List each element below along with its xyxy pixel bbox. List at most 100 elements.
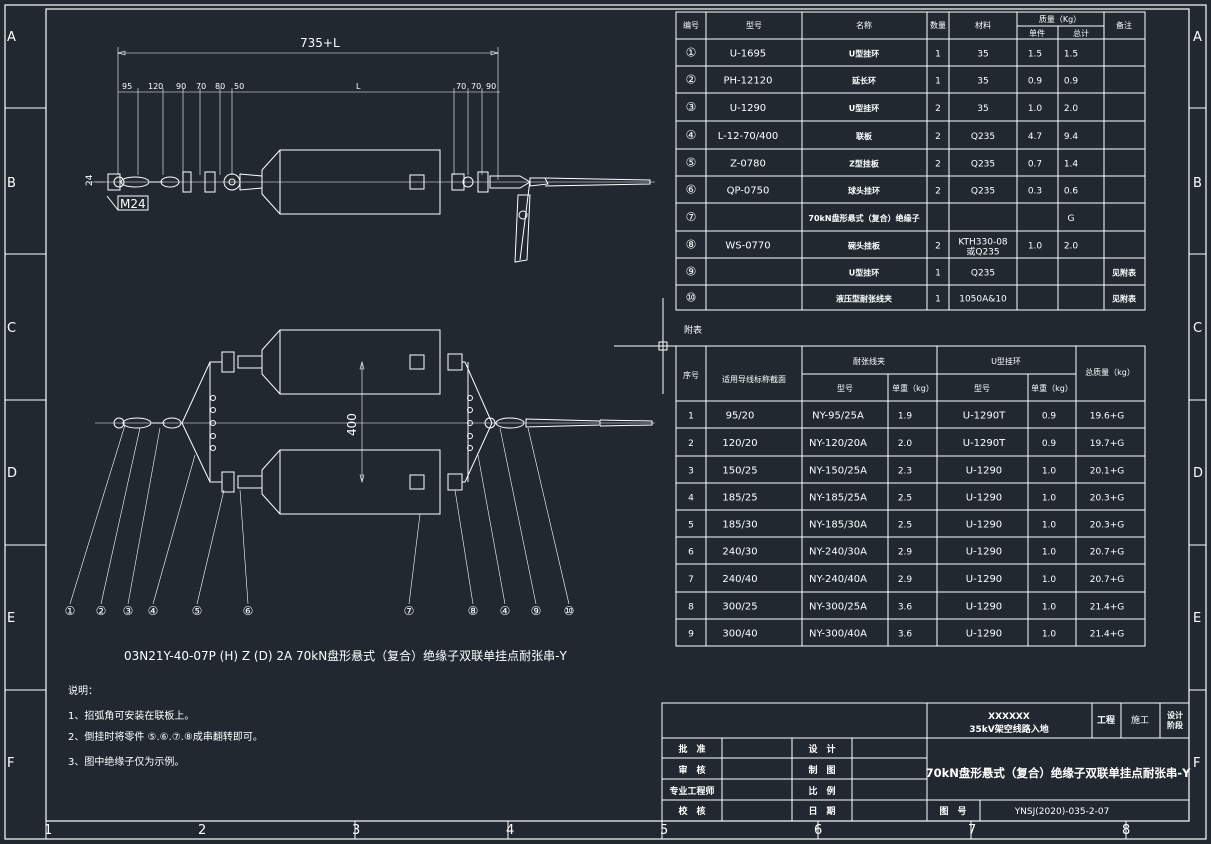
dim-spacing: 400	[345, 413, 359, 436]
parts-cell-total: 1.4	[1064, 160, 1079, 170]
attach-cell-total: 20.3+G	[1090, 494, 1125, 504]
attach-header-total: 总质量（kg）	[1085, 367, 1135, 377]
attach-cell-clamp-model: NY-240/30A	[809, 547, 867, 558]
parts-cell-unit: 0.9	[1028, 77, 1043, 87]
parts-header-name: 名称	[856, 20, 872, 30]
parts-cell-no: ⑥	[686, 183, 697, 197]
stage-value: 施工	[1131, 714, 1149, 726]
col-number: 3	[352, 823, 360, 838]
attach-cell-conductor: 300/25	[722, 602, 757, 613]
attach-cell-u-model: U-1290	[966, 493, 1002, 504]
parts-cell-total: 1.5	[1064, 50, 1078, 60]
dim-seg: 70	[471, 82, 481, 91]
attach-cell-conductor: 120/20	[722, 438, 757, 449]
sign-design: 设 计	[808, 743, 835, 755]
attach-cell-seq: 4	[688, 494, 694, 504]
attach-cell-u-weight: 1.0	[1042, 603, 1057, 613]
row-letter: A	[7, 30, 16, 45]
attach-cell-conductor: 150/25	[722, 466, 757, 477]
attach-cell-u-weight: 1.0	[1042, 630, 1057, 640]
parts-cell-name: 延长环	[851, 76, 876, 86]
sign-scale: 比 例	[808, 785, 835, 797]
attach-cell-u-weight: 1.0	[1042, 494, 1057, 504]
parts-cell-qty: 2	[935, 242, 941, 252]
attach-cell-seq: 7	[688, 575, 694, 585]
attach-cell-u-weight: 0.9	[1042, 412, 1057, 422]
attach-cell-seq: 2	[688, 439, 694, 449]
callout-5: ⑤	[192, 604, 203, 618]
drawing-caption: 03N21Y-40-07P (H) Z (D) 2A 70kN盘形悬式（复合）绝…	[124, 648, 568, 663]
attach-cell-conductor: 185/30	[722, 520, 757, 531]
attach-cell-conductor: 240/30	[722, 547, 757, 558]
dim-seg: 80	[215, 82, 225, 91]
callout-10: ⑩	[564, 604, 575, 618]
attach-cell-u-weight: 1.0	[1042, 467, 1057, 477]
parts-header-mass: 质量（Kg）	[1039, 14, 1081, 24]
dim-seg: 70	[196, 82, 206, 91]
attach-cell-clamp-model: NY-120/20A	[809, 438, 867, 449]
dim-seg: 70	[456, 82, 466, 91]
parts-cell-qty: 2	[935, 104, 941, 114]
parts-cell-qty: 1	[935, 50, 941, 60]
row-letter: E	[7, 611, 15, 626]
attach-header-clamp-model: 型号	[837, 384, 853, 393]
callouts: ① ② ③ ④ ⑤ ⑥ ⑦ ⑧ ④ ⑨ ⑩	[65, 604, 575, 618]
attach-cell-conductor: 95/20	[726, 411, 755, 422]
parts-cell-name: U型挂环	[849, 49, 880, 59]
parts-cell-total: 2.0	[1064, 242, 1079, 252]
dim-bolt-small: 24	[85, 174, 95, 186]
drawing-title: 70kN盘形悬式（复合）绝缘子双联单挂点耐张串-Y	[926, 766, 1192, 780]
parts-cell-unit: 1.5	[1028, 50, 1042, 60]
stage-label: 设计阶段	[1167, 710, 1183, 730]
attach-cell-u-model: U-1290	[966, 547, 1002, 558]
row-letter: B	[1193, 176, 1202, 191]
attach-cell-clamp-model: NY-240/40A	[809, 574, 867, 585]
parts-cell-total: 9.4	[1064, 132, 1079, 142]
attach-cell-clamp-weight: 3.6	[898, 630, 913, 640]
parts-cell-model: Z-0780	[730, 159, 766, 170]
attach-cell-conductor: 300/40	[722, 629, 757, 640]
parts-cell-name: U型挂环	[849, 103, 880, 113]
parts-cell-name: 70kN盘形悬式（复合）绝缘子	[808, 213, 919, 223]
attach-cell-clamp-weight: 2.5	[898, 494, 912, 504]
parts-cell-material: 35	[977, 50, 988, 60]
parts-cell-model: QP-0750	[727, 186, 770, 197]
col-number: 1	[44, 823, 52, 838]
parts-cell-model: WS-0770	[725, 241, 770, 252]
callout-7: ⑦	[404, 604, 415, 618]
row-letter: F	[1193, 756, 1200, 771]
note-item: 3、图中绝缘子仅为示例。	[68, 755, 184, 768]
attach-header-u-weight: 单重（kg）	[1031, 383, 1073, 393]
drawing-no-label: 图 号	[939, 806, 966, 817]
dim-seg: 90	[486, 82, 496, 91]
attach-cell-total: 21.4+G	[1090, 603, 1125, 613]
row-letter: D	[1193, 466, 1203, 481]
col-number: 2	[198, 823, 206, 838]
parts-cell-note: 见附表	[1112, 294, 1137, 304]
parts-cell-material: Q235	[971, 160, 995, 170]
parts-cell-model: L-12-70/400	[718, 131, 779, 142]
drawing-frame	[4, 4, 1207, 840]
attach-cell-total: 20.1+G	[1090, 467, 1125, 477]
attach-cell-u-weight: 1.0	[1042, 575, 1057, 585]
attach-cell-seq: 5	[688, 521, 694, 531]
attach-cell-seq: 9	[688, 630, 694, 640]
parts-cell-name: U型挂环	[849, 268, 880, 278]
parts-cell-no: ②	[686, 73, 697, 87]
parts-cell-name: 液压型耐张线夹	[836, 294, 892, 304]
attach-cell-u-weight: 1.0	[1042, 521, 1057, 531]
parts-cell-material: 1050A&10	[959, 295, 1007, 305]
row-letter: C	[1193, 321, 1202, 336]
callout-4: ④	[148, 604, 159, 618]
project-label: 工程	[1097, 714, 1115, 726]
parts-cell-total: G	[1068, 214, 1075, 224]
parts-cell-material: Q235	[971, 269, 995, 279]
callout-2: ②	[96, 604, 107, 618]
parts-cell-qty: 1	[935, 295, 941, 305]
row-letter: C	[7, 321, 16, 336]
dim-seg: 95	[122, 82, 132, 91]
parts-cell-qty: 1	[935, 77, 941, 87]
parts-table	[675, 11, 1146, 311]
